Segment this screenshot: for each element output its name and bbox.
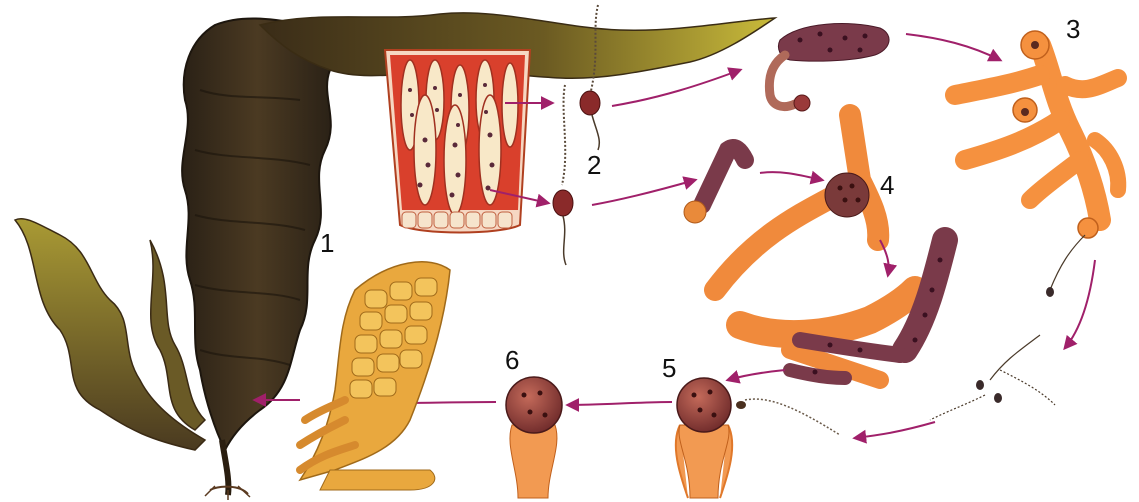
stage-label-5: 5 bbox=[662, 353, 676, 384]
stage-label-2: 2 bbox=[587, 150, 601, 181]
sporangia-section-icon bbox=[385, 50, 530, 233]
germinating-spore-icon bbox=[769, 24, 889, 111]
zygote-icon bbox=[506, 377, 562, 498]
stage-label-1: 1 bbox=[320, 228, 334, 259]
sperm-icon bbox=[930, 235, 1085, 420]
stage-label-4: 4 bbox=[880, 170, 894, 201]
female-gametophyte-icon bbox=[684, 115, 945, 380]
male-gametophyte-icon bbox=[955, 31, 1118, 238]
stage-label-3: 3 bbox=[1066, 14, 1080, 45]
young-sporophyte-icon bbox=[300, 262, 450, 490]
stage-label-6: 6 bbox=[505, 345, 519, 376]
fertilization-icon bbox=[676, 378, 840, 498]
